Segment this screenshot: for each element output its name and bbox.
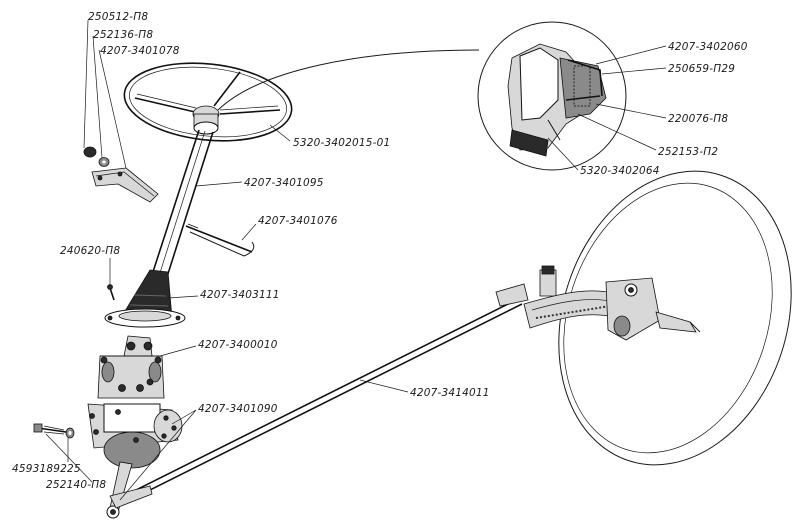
- label-252153-p2: 252153-П2: [658, 146, 718, 158]
- column-bracket: [83, 146, 159, 203]
- knuckle-assembly: [523, 265, 701, 341]
- label-5320-3402015-01: 5320-3402015-01: [293, 137, 390, 149]
- label-250659-p29: 250659-П29: [668, 63, 735, 75]
- label-4207-3402060: 4207-3402060: [668, 41, 748, 53]
- label-240620-p8: 240620-П8: [60, 245, 120, 257]
- label-4207-3414011: 4207-3414011: [410, 387, 490, 399]
- column-boot: [104, 269, 186, 328]
- leader-lines: [45, 19, 667, 501]
- clamp-pin: [185, 223, 255, 257]
- bolt-washer: [33, 423, 75, 439]
- label-252136-p8: 252136-П8: [93, 29, 153, 41]
- label-4207-3401095: 4207-3401095: [244, 177, 324, 189]
- label-4207-3400010: 4207-3400010: [198, 339, 278, 351]
- small-bolt: [107, 284, 115, 301]
- label-252140-p8: 252140-П8: [46, 479, 106, 491]
- label-4207-3401076: 4207-3401076: [258, 215, 338, 227]
- label-250512-p8: 250512-П8: [88, 11, 148, 23]
- part-labels: 250512-П8 252136-П8 4207-3401078 5320-34…: [12, 11, 748, 491]
- detail-inset: [217, 21, 627, 171]
- label-5320-3402064: 5320-3402064: [580, 165, 660, 177]
- label-4207-3401078: 4207-3401078: [100, 45, 180, 57]
- label-4593189225: 4593189225: [12, 463, 81, 475]
- steering-column: [150, 129, 214, 281]
- drag-link: [109, 283, 529, 509]
- label-4207-3401090: 4207-3401090: [198, 403, 278, 415]
- label-4207-3403111: 4207-3403111: [200, 289, 280, 301]
- steering-wheel: [123, 62, 293, 142]
- road-wheel: [558, 170, 792, 466]
- label-220076-p8: 220076-П8: [668, 113, 728, 125]
